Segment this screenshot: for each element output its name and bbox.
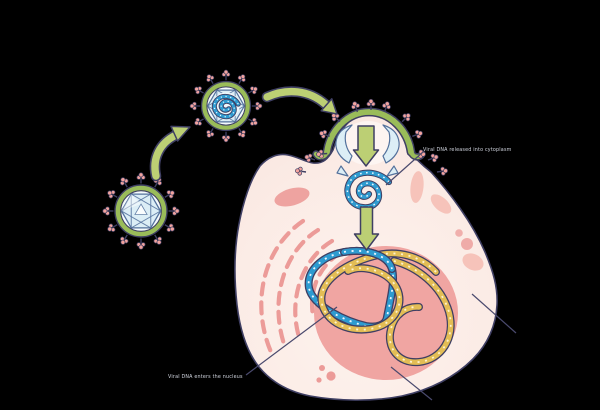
episomal-viral-dna-weave (340, 247, 396, 273)
virion-genome-cutaway (189, 69, 263, 143)
organelles (274, 171, 484, 383)
capsid-shells (335, 124, 400, 177)
leader-line-cytoplasm-dna (385, 151, 424, 186)
approach-arrow (149, 125, 191, 182)
icosahedral-capsid (120, 193, 162, 229)
leader-line-cytoplasm (471, 293, 517, 334)
binding-arrow (261, 86, 338, 115)
membrane-fusion-site (294, 98, 449, 177)
organelle-blob (430, 194, 452, 214)
organelle-dot (319, 365, 325, 371)
leader-lines (245, 151, 517, 401)
label-nucleus-dna: Viral DNA enters the nucleus (168, 374, 243, 380)
label-cytoplasm-dna: Viral DNA released into cytoplasm (423, 147, 512, 153)
host-cell (234, 112, 498, 401)
organelle-dot (326, 371, 336, 381)
organelle-blob (410, 171, 424, 203)
organelle-blob (462, 253, 484, 271)
organelle-blob (274, 187, 310, 207)
organelle-dot (461, 238, 473, 250)
free-virion (102, 172, 180, 250)
organelle-dot (455, 229, 463, 237)
leader-line-nucleus (390, 366, 433, 401)
leader-line-nucleus-dna (245, 306, 338, 376)
organelle-dot (316, 377, 322, 383)
nuclear-import-arrow (353, 206, 380, 251)
released-viral-dna (344, 169, 393, 211)
viral-genome-coil (211, 93, 241, 120)
entry-arrow (352, 125, 380, 167)
